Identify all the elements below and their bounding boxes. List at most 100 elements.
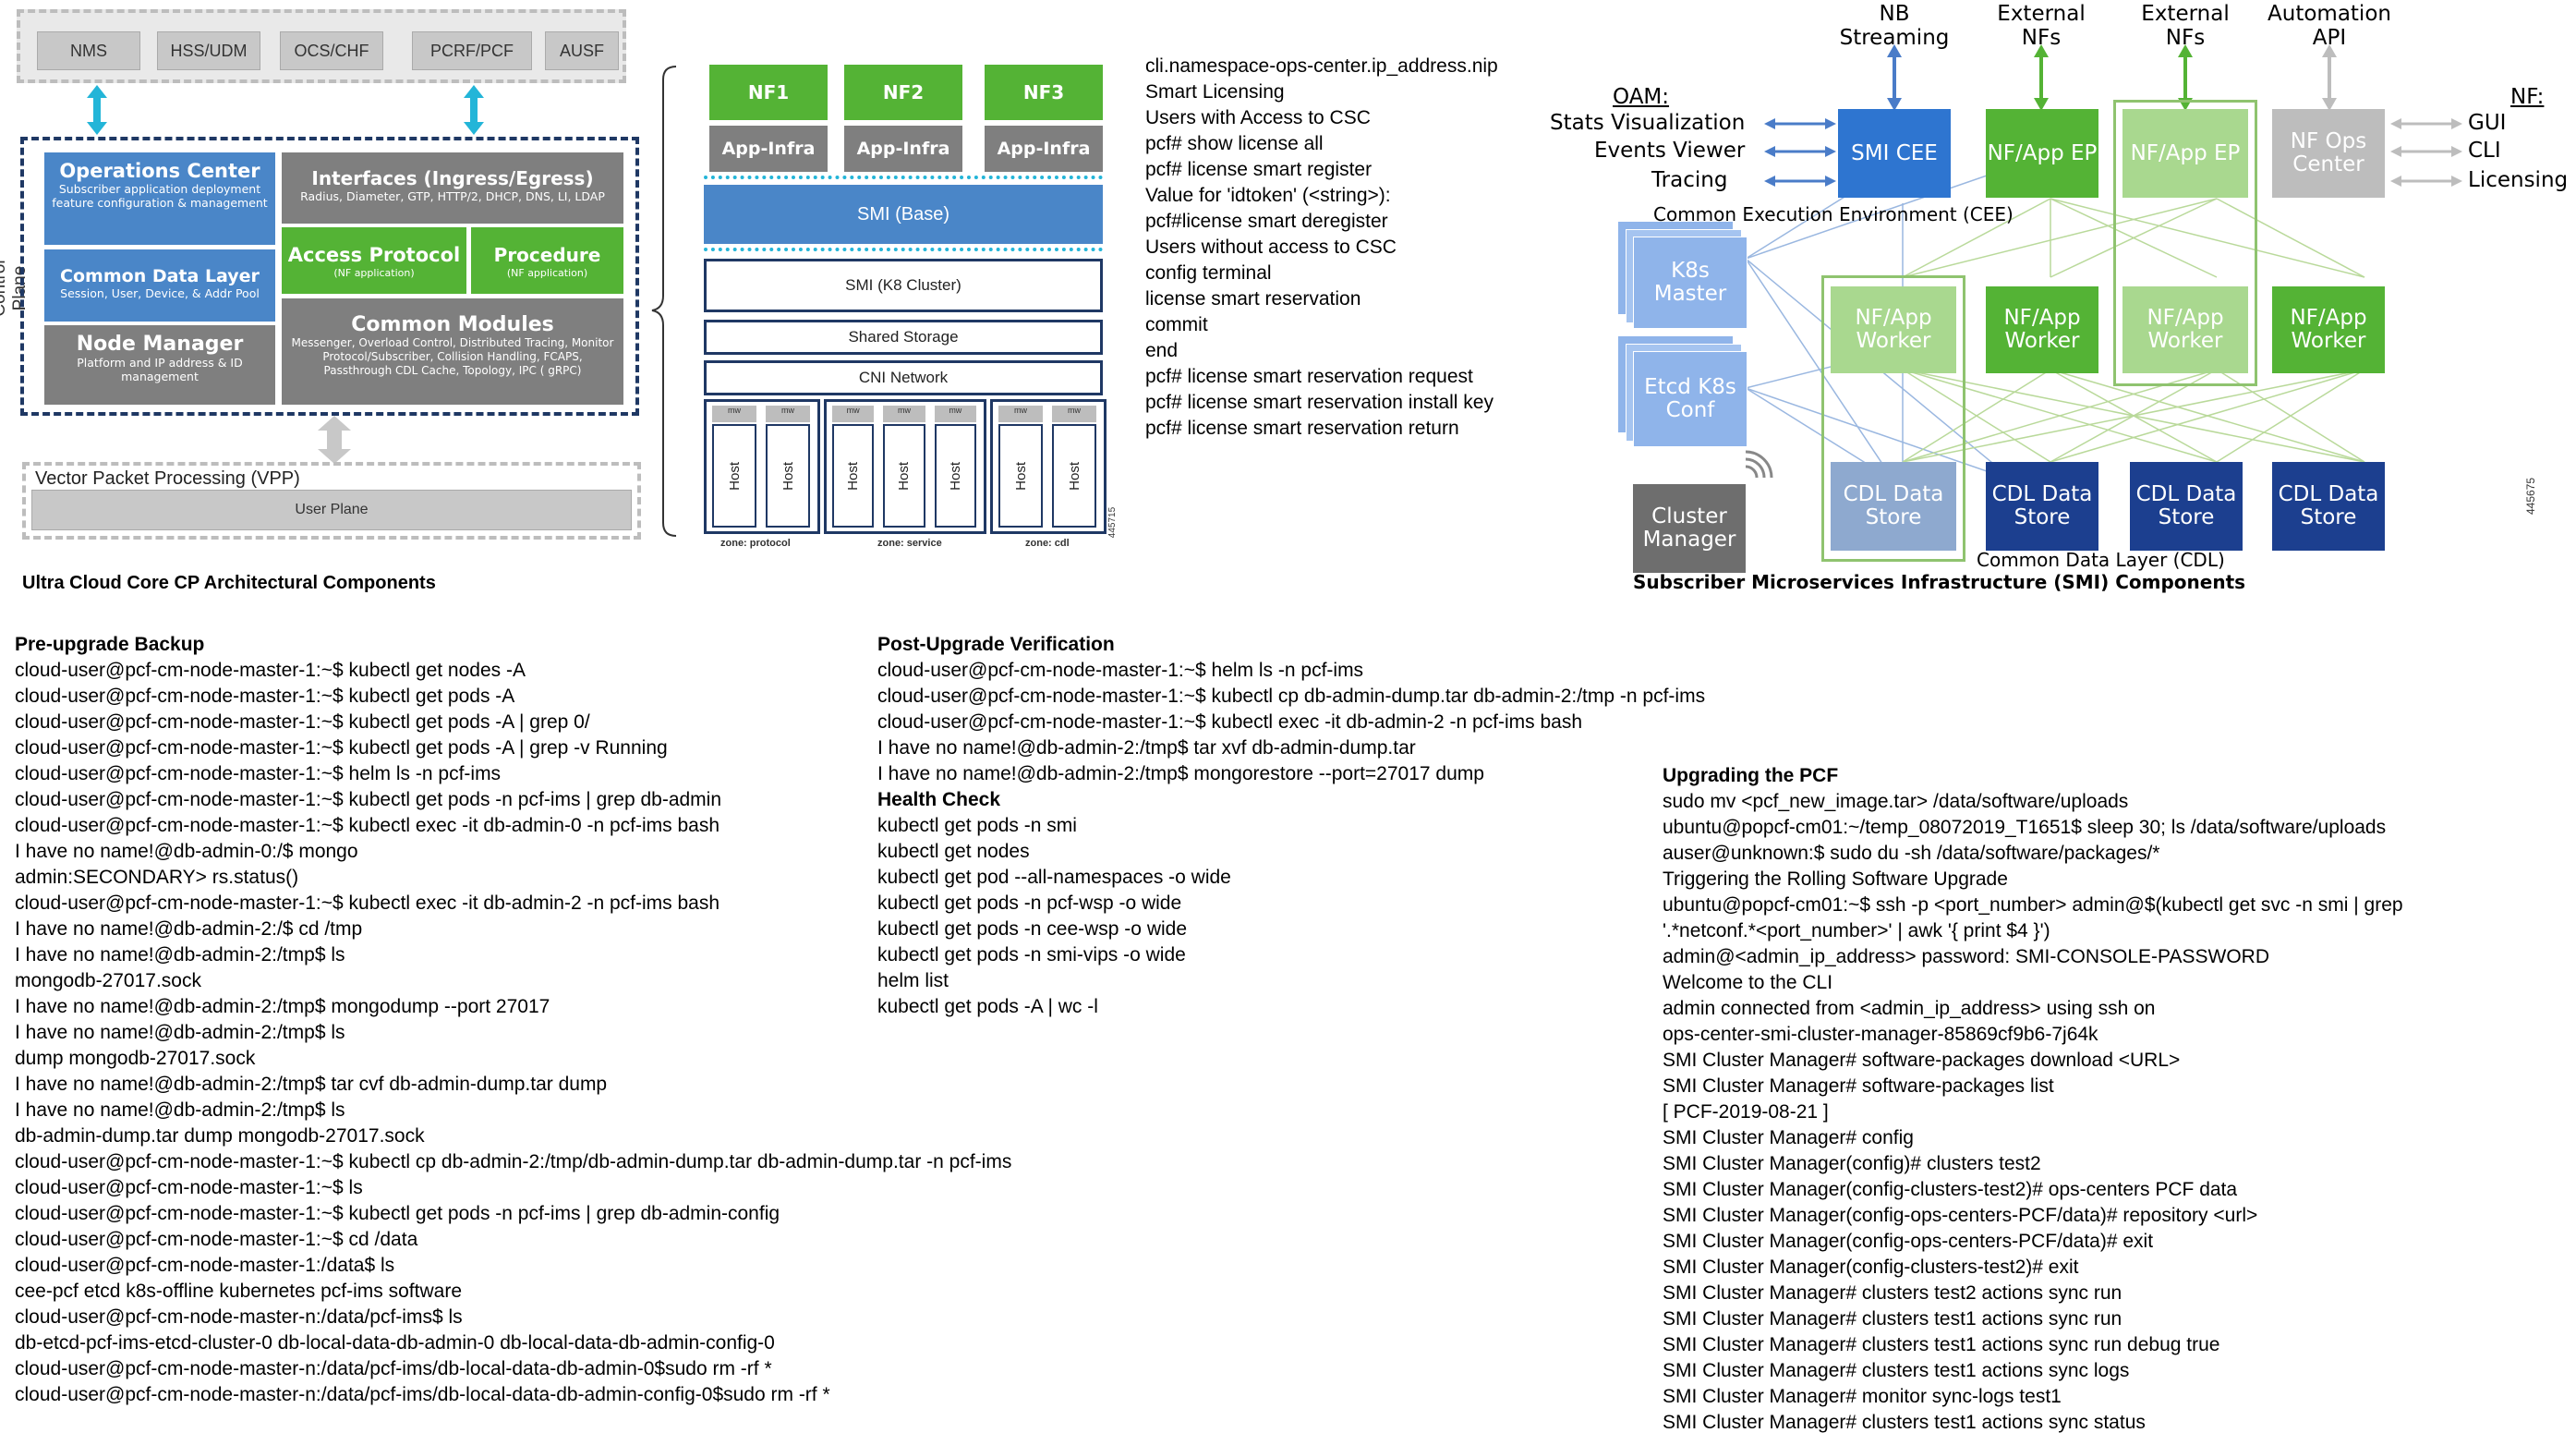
cni-network-box: CNI Network xyxy=(704,360,1103,395)
command-line: cloud-user@pcf-cm-node-master-n:/data/pc… xyxy=(15,1306,463,1328)
mw-label: mw xyxy=(766,406,810,422)
cli-line: cli.namespace-ops-center.ip_address.nip xyxy=(1145,55,1498,77)
host-box: Host xyxy=(934,424,976,528)
procedure-box: Procedure (NF application) xyxy=(471,227,623,294)
mw-label: mw xyxy=(883,406,925,422)
automation-api-label: Automation API xyxy=(2268,2,2391,50)
command-line: SMI Cluster Manager# clusters test1 acti… xyxy=(1663,1412,2146,1433)
node-manager-box: Node Manager Platform and IP address & I… xyxy=(44,325,275,405)
common-modules-box: Common Modules Messenger, Overload Contr… xyxy=(282,298,623,405)
command-line: I have no name!@db-admin-2:/tmp$ ls xyxy=(15,1022,345,1043)
command-line: db-admin-dump.tar dump mongodb-27017.soc… xyxy=(15,1125,425,1147)
vpp-title: Vector Packet Processing (VPP) xyxy=(35,468,300,489)
figure-id: 445675 xyxy=(2524,477,2538,516)
smi-components-diagram: NB Streaming External NFs External NFs A… xyxy=(1533,0,2576,601)
nf-gui-label: GUI xyxy=(2468,111,2507,135)
host-box: Host xyxy=(1052,424,1096,528)
dotted-separator xyxy=(704,176,1103,179)
command-line: SMI Cluster Manager(config-clusters-test… xyxy=(1663,1179,2238,1200)
cdl-data-store-box: CDL Data Store xyxy=(2272,462,2385,551)
app-infra-box: App-Infra xyxy=(985,126,1103,172)
cdl-data-store-box: CDL Data Store xyxy=(1986,462,2098,551)
common-data-layer-box: Common Data Layer Session, User, Device,… xyxy=(44,249,275,322)
nf1-box: NF1 xyxy=(709,65,828,120)
cli-line: pcf# license smart register xyxy=(1145,159,1373,180)
command-line: db-etcd-pcf-ims-etcd-cluster-0 db-local-… xyxy=(15,1332,775,1354)
command-line: kubectl get pods -A | wc -l xyxy=(877,996,1098,1017)
host-box: Host xyxy=(832,424,875,528)
nf2-box: NF2 xyxy=(844,65,962,120)
command-line: mongodb-27017.sock xyxy=(15,970,201,991)
control-plane-group xyxy=(20,137,639,416)
double-arrow-icon xyxy=(87,85,107,135)
hss-udm-box: HSS/UDM xyxy=(157,31,260,70)
cdl-data-store-faded-box: CDL Data Store xyxy=(1831,462,1956,551)
command-line: cloud-user@pcf-cm-node-master-1:~$ kubec… xyxy=(15,1151,1012,1172)
cli-line: pcf#license smart deregister xyxy=(1145,211,1388,232)
command-line: admin@<admin_ip_address> password: SMI-C… xyxy=(1663,946,2269,967)
common-modules-desc: Messenger, Overload Control, Distributed… xyxy=(291,336,614,377)
host-label: Host xyxy=(780,461,796,491)
cli-line: commit xyxy=(1145,314,1208,335)
command-line: cloud-user@pcf-cm-node-master-1:~$ kubec… xyxy=(15,660,526,681)
etcd-k8s-conf-box: Etcd K8s Conf xyxy=(1633,351,1748,447)
ausf-box: AUSF xyxy=(545,31,619,70)
command-line: cloud-user@pcf-cm-node-master-1:~$ helm … xyxy=(877,660,1364,681)
command-line: cloud-user@pcf-cm-node-master-1:/data$ l… xyxy=(15,1255,395,1276)
app-infra-box: App-Infra xyxy=(844,126,962,172)
command-line: helm list xyxy=(877,970,949,991)
nf-ops-center-box: NF Ops Center xyxy=(2272,109,2385,198)
host-label: Host xyxy=(1066,461,1082,491)
smi-cee-box: SMI CEE xyxy=(1838,109,1951,198)
command-line: sudo mv <pcf_new_image.tar> /data/softwa… xyxy=(1663,791,2129,812)
nf3-box: NF3 xyxy=(985,65,1103,120)
health-check-title: Health Check xyxy=(877,789,1001,810)
procedure-desc: (NF application) xyxy=(506,267,588,279)
host-label: Host xyxy=(726,461,743,491)
post-upgrade-lines: cloud-user@pcf-cm-node-master-1:~$ helm … xyxy=(877,658,1706,787)
nf-outline-group xyxy=(1821,275,1965,562)
smi-stack-diagram: NF1 NF2 NF3 App-Infra App-Infra App-Infr… xyxy=(647,55,1127,573)
interfaces-box: Interfaces (Ingress/Egress) Radius, Diam… xyxy=(282,152,623,224)
command-line: cee-pcf etcd k8s-offline kubernetes pcf-… xyxy=(15,1281,462,1302)
command-line: cloud-user@pcf-cm-node-master-1:~$ kubec… xyxy=(877,711,1583,733)
nf-licensing-label: Licensing xyxy=(2468,168,2569,192)
nf-app-ep-box: NF/App EP xyxy=(1986,109,2098,198)
upgrading-lines: sudo mv <pcf_new_image.tar> /data/softwa… xyxy=(1663,789,2568,1436)
external-nfs-label: External NFs xyxy=(1997,2,2086,50)
pre-upgrade-section: Pre-upgrade Backup cloud-user@pcf-cm-nod… xyxy=(15,632,1012,1408)
mw-label: mw xyxy=(832,406,875,422)
cli-line: Value for 'idtoken' (<string>): xyxy=(1145,185,1391,206)
zone-protocol-label: zone: protocol xyxy=(720,538,791,549)
command-line: SMI Cluster Manager# software-packages l… xyxy=(1663,1075,2054,1097)
command-line: cloud-user@pcf-cm-node-master-1:~$ helm … xyxy=(15,763,502,784)
mw-label: mw xyxy=(934,406,976,422)
command-line: [ PCF-2019-08-21 ] xyxy=(1663,1101,1829,1123)
host-label: Host xyxy=(896,461,913,491)
common-modules-title: Common Modules xyxy=(351,313,554,336)
ocs-chf-box: OCS/CHF xyxy=(280,31,383,70)
command-line: I have no name!@db-admin-2:/tmp$ tar xvf… xyxy=(877,737,1416,759)
figure-id: 445715 xyxy=(1107,506,1119,539)
access-protocol-desc: (NF application) xyxy=(333,267,415,279)
brace-icon xyxy=(651,66,677,537)
command-line: SMI Cluster Manager(config-ops-centers-P… xyxy=(1663,1205,2258,1226)
command-line: SMI Cluster Manager(config-ops-centers-P… xyxy=(1663,1231,2154,1252)
command-line: auser@unknown:$ sudo du -sh /data/softwa… xyxy=(1663,843,2160,864)
cli-line: Users without access to CSC xyxy=(1145,237,1397,258)
cli-line: Smart Licensing xyxy=(1145,81,1285,103)
command-line: I have no name!@db-admin-2:/tmp$ ls xyxy=(15,944,345,965)
command-line: admin connected from <admin_ip_address> … xyxy=(1663,998,2156,1019)
cli-line: pcf# license smart reservation return xyxy=(1145,418,1459,439)
zone-service-label: zone: service xyxy=(877,538,942,549)
command-line: cloud-user@pcf-cm-node-master-1:~$ ls xyxy=(15,1177,363,1198)
command-line: Welcome to the CLI xyxy=(1663,972,1833,993)
command-line: cloud-user@pcf-cm-node-master-1:~$ kubec… xyxy=(877,686,1706,707)
nms-box: NMS xyxy=(37,31,140,70)
host-label: Host xyxy=(845,461,862,491)
cli-line: pcf# show license all xyxy=(1145,133,1324,154)
